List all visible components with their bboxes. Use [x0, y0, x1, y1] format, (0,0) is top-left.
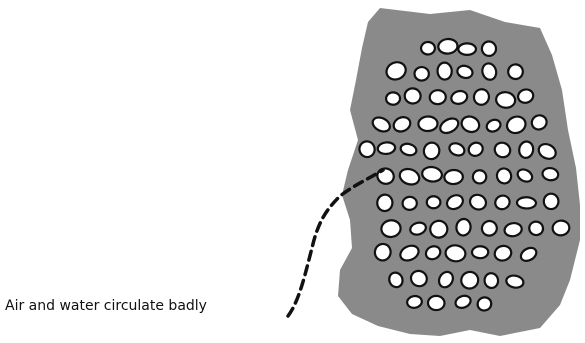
soil-particle [455, 218, 471, 236]
soil-particle [380, 219, 401, 238]
soil-particle [552, 220, 570, 237]
soil-particle [458, 43, 476, 54]
soil-particle [438, 38, 458, 54]
soil-particle [482, 41, 496, 56]
soil-particle [544, 194, 559, 209]
diagram-label: Air and water circulate badly [5, 298, 207, 314]
soil-particle [402, 196, 417, 210]
soil-particle [484, 272, 499, 289]
soil-particle [437, 62, 452, 80]
soil-particle [429, 90, 446, 105]
soil-particle [377, 142, 395, 155]
soil-particle [418, 116, 438, 131]
soil-particle [427, 196, 441, 208]
soil-particle [444, 170, 463, 185]
soil-particle [421, 42, 435, 55]
soil-particle [473, 170, 487, 184]
soil-particle [472, 246, 488, 258]
soil-particle [507, 64, 523, 80]
soil-particle [404, 87, 422, 104]
soil-particle [428, 296, 445, 311]
soil-particle [386, 92, 401, 105]
soil-particle [376, 194, 393, 212]
soil-particle [517, 197, 536, 209]
soil-particle [414, 67, 429, 81]
